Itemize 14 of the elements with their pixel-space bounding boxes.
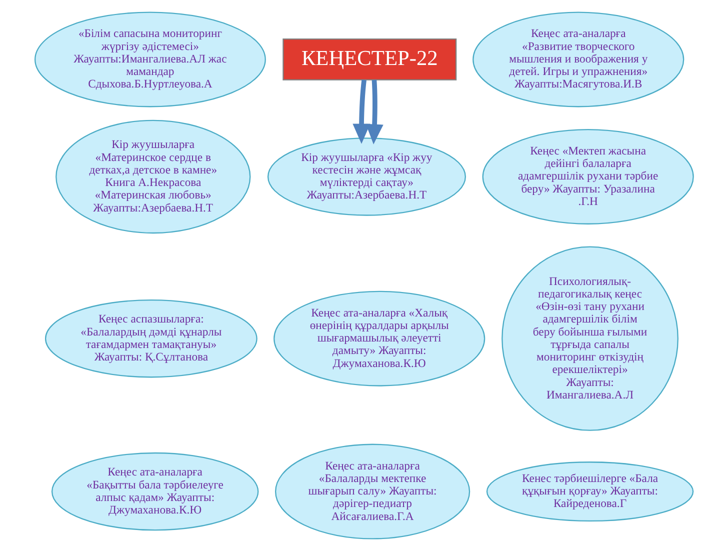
- arrow: [365, 80, 383, 144]
- node-ellipse: Кеңес ата-аналарға «Халық өнерінің құралдары арқылы шығармашылық әлеуетті дамыту» Жауапты: Джумаханова.К.Ю: [273, 290, 485, 386]
- node-ellipse: Кеңес аспазшыларға: «Балалардың дәмді құнарлы тағамдармен тамақтануы» Жауапты: Қ.Сұлтанова: [44, 299, 257, 378]
- node-circle: Психологиялық-педагогикалық кеңес «Өзін-өзі тану рухани адамгершілік білім беру бойынша ғылыми тұрғыда сапалы мониторинг өткізудің ерекшеліктері» Жауапты: Имангалиева.А.Л: [501, 246, 678, 431]
- node-ellipse: Кенес тәрбиешілерге «Бала құқығын қорғау» Жауапты: Кайреденова.Г: [486, 462, 694, 522]
- node-ellipse: «Білім сапасына мониторинг жүргізу әдістемесі» Жауапты:Имангалиева.АЛ жас мамандар Сдыхова.Б.Нуртлеуова.А: [34, 12, 266, 108]
- node-ellipse: Кеңес ата-аналарға «Развитие творческого мышления и воображения у детей. Игры и упражнения» Жауапты:Масягутова.И.В: [472, 12, 684, 108]
- node-ellipse: Кеңес «Мектеп жасына дейінгі балаларға адамгершілік рухани тәрбие беру» Жауапты: Уразалина .Г.Н: [482, 128, 694, 224]
- node-box: КЕҢЕСТЕР-22: [282, 38, 456, 80]
- node-ellipse: Кір жуушыларға «Кір жуу кестесін және жұмсақ мүліктерді сақтау» Жауапты:Азербаева.Н.Т: [266, 138, 466, 216]
- arrow: [352, 80, 370, 144]
- node-ellipse: Кеңес ата-аналарға «Балаларды мектепке шығарып салу» Жауапты: дәрігер-педиатр Айсағалиева.Г.А: [274, 444, 470, 540]
- node-ellipse: Кір жуушыларға «Материнское сердце в детках,а детское в камне» Книга А.Некрасова «Материнская любовь» Жауапты:Азербаева.Н.Т: [55, 120, 250, 234]
- node-ellipse: Кеңес ата-аналарға «Бақытты бала тәрбиелеуге алпыс қадам» Жауапты: Джумаханова.К.Ю: [50, 452, 258, 531]
